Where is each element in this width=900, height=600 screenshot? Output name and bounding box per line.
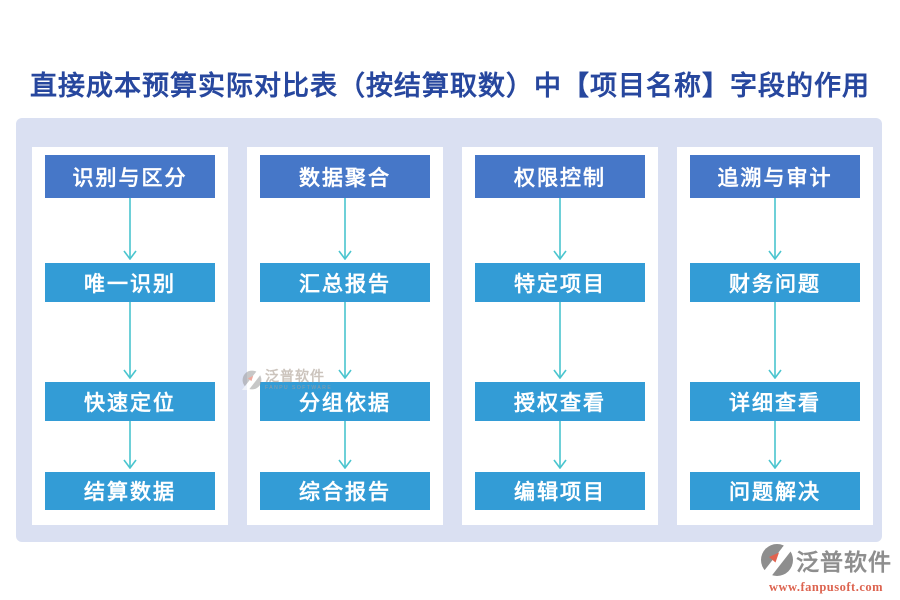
footer-website-url[interactable]: www.fanpusoft.com [768,580,884,594]
flow-step-box: 分组依据 [260,382,430,421]
down-arrow-icon [122,421,138,469]
flow-step-box: 编辑项目 [475,472,645,510]
down-arrow-icon [122,302,138,379]
page-title: 直接成本预算实际对比表（按结算取数）中【项目名称】字段的作用 [30,71,870,101]
flow-header-box: 数据聚合 [260,155,430,198]
flow-step-box: 综合报告 [260,472,430,510]
flow-step-box: 特定项目 [475,263,645,302]
flow-column-audit: 追溯与审计 财务问题 详细查看 问题解决 [677,147,873,525]
flow-header-box: 权限控制 [475,155,645,198]
down-arrow-icon [552,302,568,379]
flow-column-permission: 权限控制 特定项目 授权查看 编辑项目 [462,147,658,525]
down-arrow-icon [767,302,783,379]
down-arrow-icon [767,198,783,260]
down-arrow-icon [552,421,568,469]
flow-step-box: 快速定位 [45,382,215,421]
flow-step-box: 授权查看 [475,382,645,421]
down-arrow-icon [552,198,568,260]
flow-step-box: 财务问题 [690,263,860,302]
down-arrow-icon [122,198,138,260]
flow-step-box: 汇总报告 [260,263,430,302]
flow-header-box: 追溯与审计 [690,155,860,198]
down-arrow-icon [767,421,783,469]
footer-brand-name: 泛普软件 [796,549,892,575]
down-arrow-icon [337,421,353,469]
flow-column-identify: 识别与区分 唯一识别 快速定位 结算数据 [32,147,228,525]
down-arrow-icon [337,302,353,379]
flow-step-box: 唯一识别 [45,263,215,302]
diagram-board: 识别与区分 唯一识别 快速定位 结算数据 数据聚合 汇总报告 分组依据 综合报告… [16,118,882,542]
flow-step-box: 结算数据 [45,472,215,510]
down-arrow-icon [337,198,353,260]
footer-brand: 泛普软件 www.fanpusoft.com [758,538,892,595]
flow-header-box: 识别与区分 [45,155,215,198]
flow-column-aggregation: 数据聚合 汇总报告 分组依据 综合报告 [247,147,443,525]
flow-step-box: 问题解决 [690,472,860,510]
flow-step-box: 详细查看 [690,382,860,421]
fanpu-circle-logo-icon [758,538,797,584]
